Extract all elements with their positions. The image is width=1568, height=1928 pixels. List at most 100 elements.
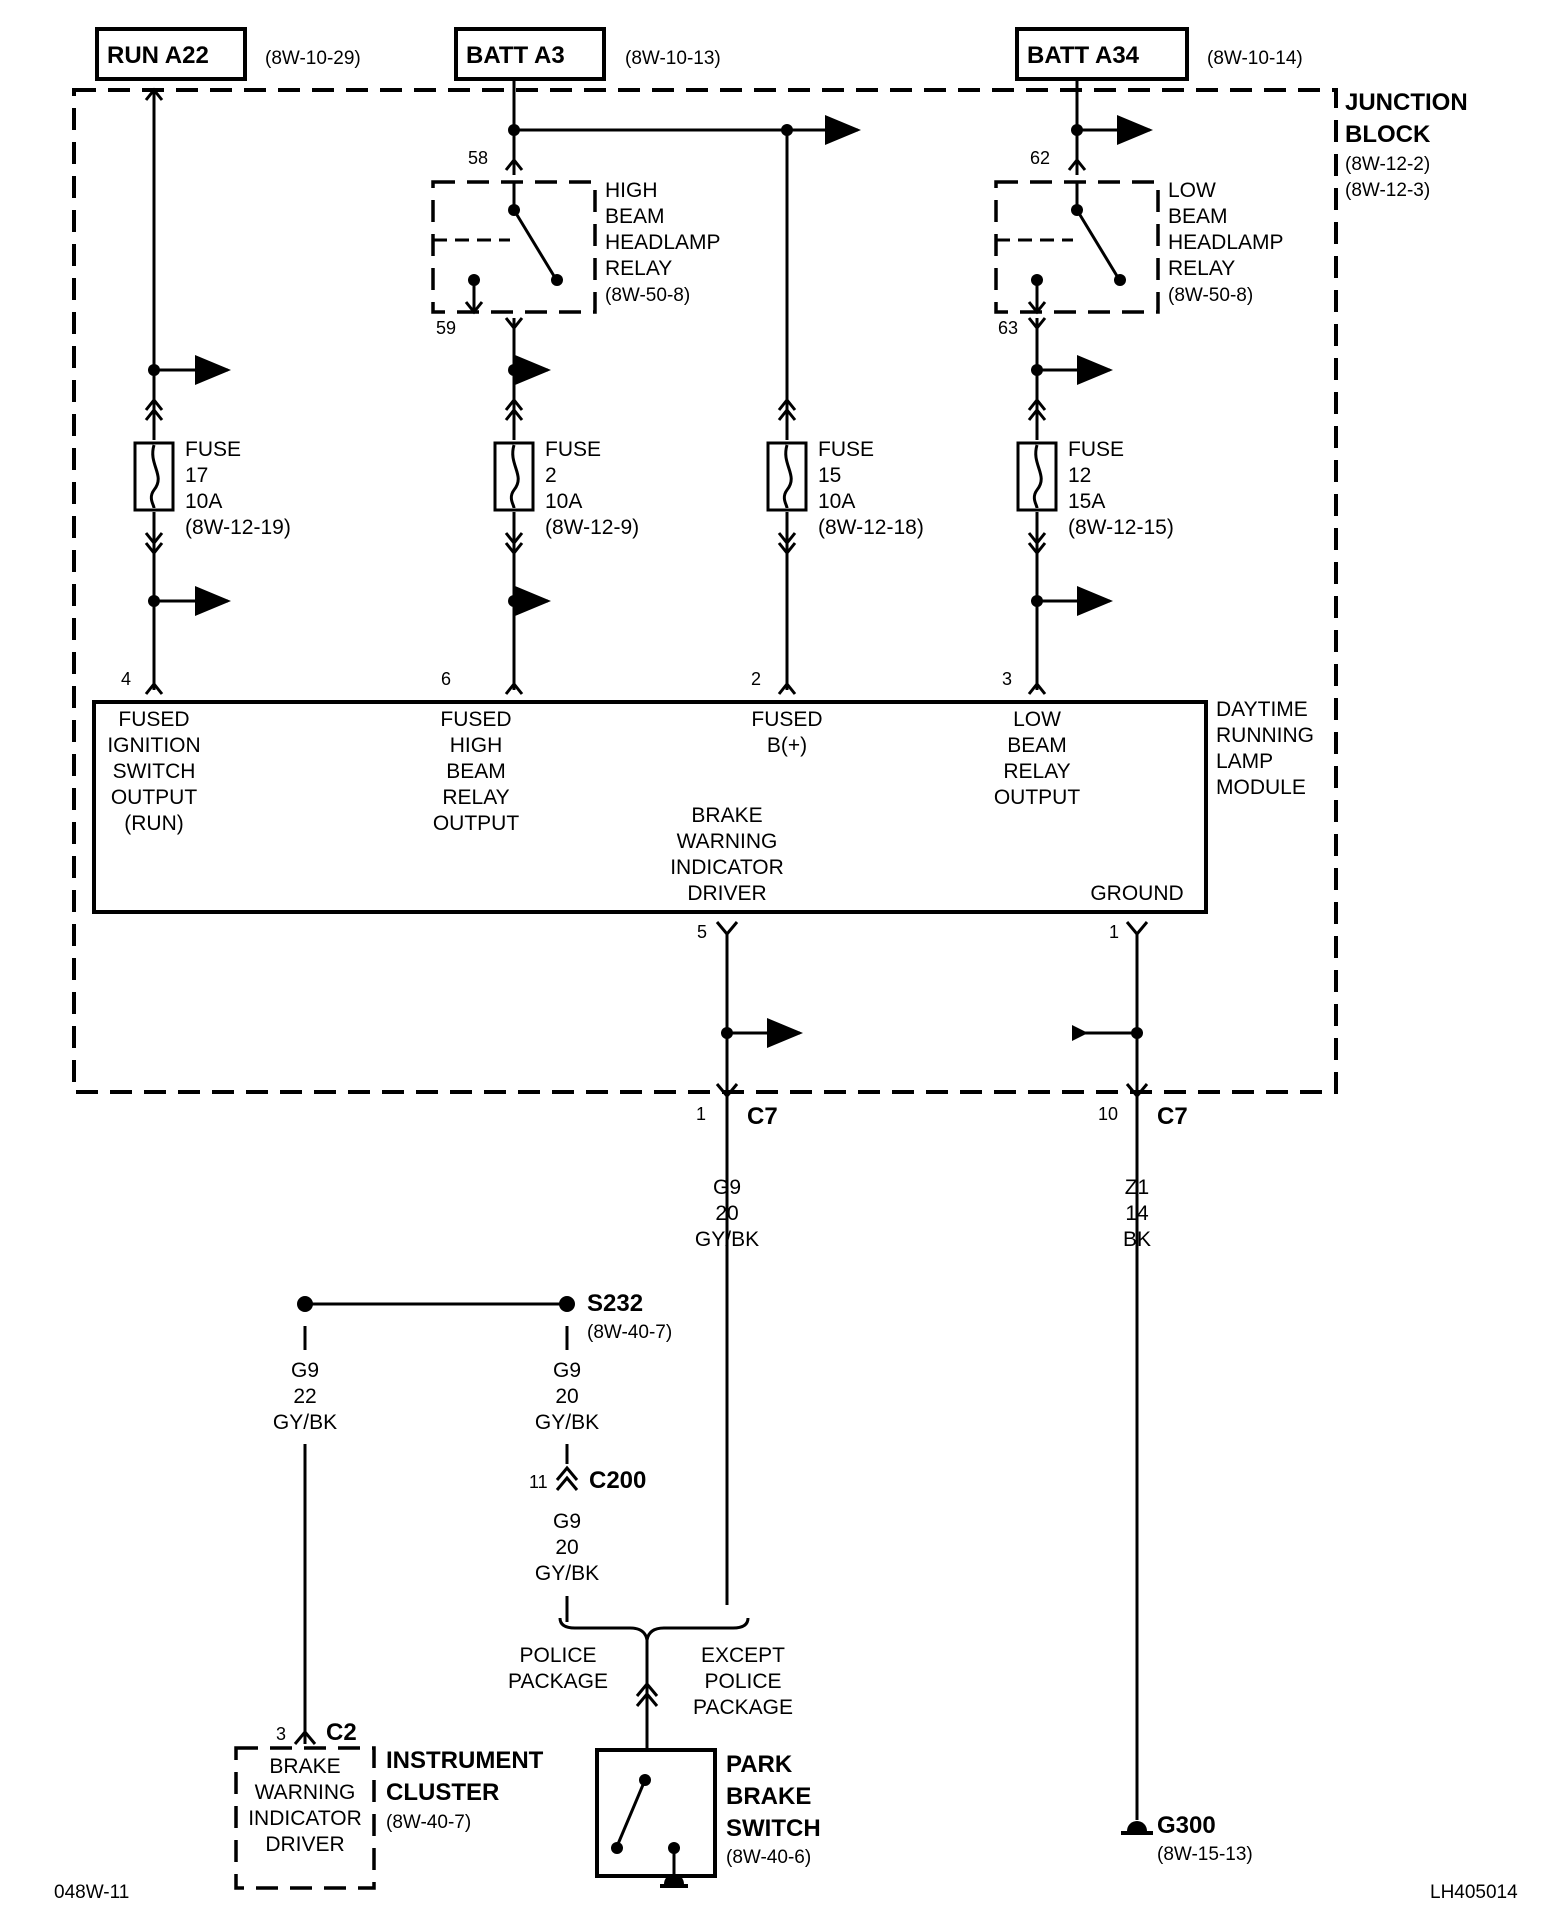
svg-text:20: 20 (715, 1202, 738, 1225)
svg-text:SWITCH: SWITCH (113, 760, 196, 783)
wire-g9: G9 20 GY/BK (695, 1176, 759, 1251)
svg-text:(8W-50-8): (8W-50-8) (1168, 285, 1253, 306)
svg-text:PACKAGE: PACKAGE (693, 1696, 793, 1719)
svg-text:MODULE: MODULE (1216, 776, 1306, 799)
svg-text:15A: 15A (1068, 490, 1105, 513)
c7-left: C7 (747, 1103, 778, 1130)
svg-text:(8W-40-7): (8W-40-7) (587, 1322, 672, 1343)
source-ref: (8W-10-29) (265, 48, 361, 69)
svg-text:BRAKE: BRAKE (269, 1755, 340, 1778)
svg-text:10A: 10A (545, 490, 582, 513)
svg-text:FUSE: FUSE (185, 438, 241, 461)
svg-text:1: 1 (1109, 922, 1119, 942)
svg-text:3: 3 (276, 1724, 286, 1744)
svg-text:1: 1 (696, 1104, 706, 1124)
svg-text:(8W-12-15): (8W-12-15) (1068, 516, 1174, 539)
svg-text:DAYTIME: DAYTIME (1216, 698, 1308, 721)
svg-text:22: 22 (293, 1385, 316, 1408)
svg-text:FUSED: FUSED (118, 708, 189, 731)
svg-text:FUSE: FUSE (545, 438, 601, 461)
svg-text:(8W-50-8): (8W-50-8) (605, 285, 690, 306)
fuse-12-label: FUSE 12 15A (8W-12-15) (1068, 438, 1174, 539)
svg-text:14: 14 (1125, 1202, 1149, 1225)
svg-text:6: 6 (441, 669, 451, 689)
svg-text:(8W-12-18): (8W-12-18) (818, 516, 924, 539)
svg-text:S232: S232 (587, 1290, 643, 1317)
module-input-high: FUSED HIGH BEAM RELAY OUTPUT (433, 708, 520, 835)
svg-text:(8W-15-13): (8W-15-13) (1157, 1844, 1253, 1865)
svg-text:HIGH: HIGH (605, 179, 658, 202)
pin-63: 63 (998, 318, 1018, 338)
svg-text:PACKAGE: PACKAGE (508, 1670, 608, 1693)
svg-text:BRAKE: BRAKE (691, 804, 762, 827)
svg-text:20: 20 (555, 1385, 578, 1408)
svg-text:(8W-12-3): (8W-12-3) (1345, 180, 1430, 201)
svg-text:G9: G9 (553, 1510, 581, 1533)
svg-text:HEADLAMP: HEADLAMP (1168, 231, 1284, 254)
svg-text:GY/BK: GY/BK (695, 1228, 759, 1251)
svg-text:GY/BK: GY/BK (535, 1562, 599, 1585)
circuit-brake-warning: 5 1 C7 G9 20 GY/BK (695, 921, 803, 1605)
svg-text:INDICATOR: INDICATOR (670, 856, 784, 879)
svg-text:JUNCTION: JUNCTION (1345, 89, 1468, 116)
svg-text:OUTPUT: OUTPUT (111, 786, 198, 809)
source-batt-a34: BATT A34 (8W-10-14) (1015, 27, 1303, 81)
svg-text:LOW: LOW (1168, 179, 1216, 202)
svg-text:FUSE: FUSE (818, 438, 874, 461)
svg-text:3: 3 (1002, 669, 1012, 689)
module-brake-driver: BRAKE WARNING INDICATOR DRIVER (670, 804, 784, 905)
module-top-pins: 4 6 2 3 (121, 669, 1012, 689)
circuit-run: FUSE 17 10A (8W-12-19) (133, 87, 291, 695)
svg-text:FUSE: FUSE (1068, 438, 1124, 461)
wire-z1: Z1 14 BK (1123, 1176, 1151, 1251)
circuit-ground: 1 10 C7 Z1 14 BK G300 (8W-15-13) (1072, 921, 1253, 1865)
source-label: BATT A34 (1027, 42, 1140, 69)
svg-text:LOW: LOW (1013, 708, 1061, 731)
svg-text:(8W-12-9): (8W-12-9) (545, 516, 639, 539)
svg-text:10: 10 (1098, 1104, 1118, 1124)
svg-text:BEAM: BEAM (1168, 205, 1228, 228)
svg-text:2: 2 (751, 669, 761, 689)
splice-s232: S232 (8W-40-7) G9 22 GY/BK G9 20 GY/BK 1… (273, 1290, 672, 1744)
circuit-high-beam: 58 59 HIGH BEAM HEADLAMP RELAY (8W-50-8) (431, 80, 861, 695)
connector-c2: C2 (326, 1719, 357, 1746)
svg-text:BRAKE: BRAKE (726, 1783, 811, 1810)
junction-block-outline (72, 88, 1338, 1094)
source-label: RUN A22 (107, 42, 209, 69)
svg-text:SWITCH: SWITCH (726, 1815, 821, 1842)
svg-text:10A: 10A (818, 490, 855, 513)
svg-text:BK: BK (1123, 1228, 1151, 1251)
svg-text:20: 20 (555, 1536, 578, 1559)
source-batt-a3: BATT A3 (8W-10-13) (454, 27, 721, 81)
pin-62: 62 (1030, 148, 1050, 168)
pin-58: 58 (468, 148, 488, 168)
junction-block-label: JUNCTION BLOCK (8W-12-2) (8W-12-3) (1345, 89, 1468, 201)
svg-text:17: 17 (185, 464, 208, 487)
svg-text:CLUSTER: CLUSTER (386, 1779, 499, 1806)
ground-g300: G300 (1157, 1812, 1216, 1839)
svg-text:BEAM: BEAM (605, 205, 665, 228)
module-input-bplus: FUSED B(+) (751, 708, 822, 757)
svg-text:GY/BK: GY/BK (535, 1411, 599, 1434)
source-ref: (8W-10-14) (1207, 48, 1303, 69)
svg-text:HEADLAMP: HEADLAMP (605, 231, 721, 254)
svg-text:DRIVER: DRIVER (265, 1833, 344, 1856)
svg-text:Z1: Z1 (1125, 1176, 1150, 1199)
c7-right: C7 (1157, 1103, 1188, 1130)
svg-text:(8W-40-7): (8W-40-7) (386, 1812, 471, 1833)
svg-text:RELAY: RELAY (442, 786, 509, 809)
svg-text:G9: G9 (291, 1359, 319, 1382)
svg-text:4: 4 (121, 669, 131, 689)
footer-left: 048W-11 (54, 1882, 129, 1903)
source-run-a22: RUN A22 (8W-10-29) (95, 27, 361, 81)
footer-right: LH405014 (1430, 1882, 1518, 1903)
svg-text:LAMP: LAMP (1216, 750, 1273, 773)
svg-text:HIGH: HIGH (450, 734, 503, 757)
svg-text:15: 15 (818, 464, 841, 487)
svg-text:OUTPUT: OUTPUT (433, 812, 520, 835)
pin-59: 59 (436, 318, 456, 338)
connector-c200: C200 (589, 1467, 646, 1494)
source-label: BATT A3 (466, 42, 565, 69)
package-brace: POLICE PACKAGE EXCEPT POLICE PACKAGE (508, 1617, 793, 1750)
svg-text:RELAY: RELAY (605, 257, 672, 280)
